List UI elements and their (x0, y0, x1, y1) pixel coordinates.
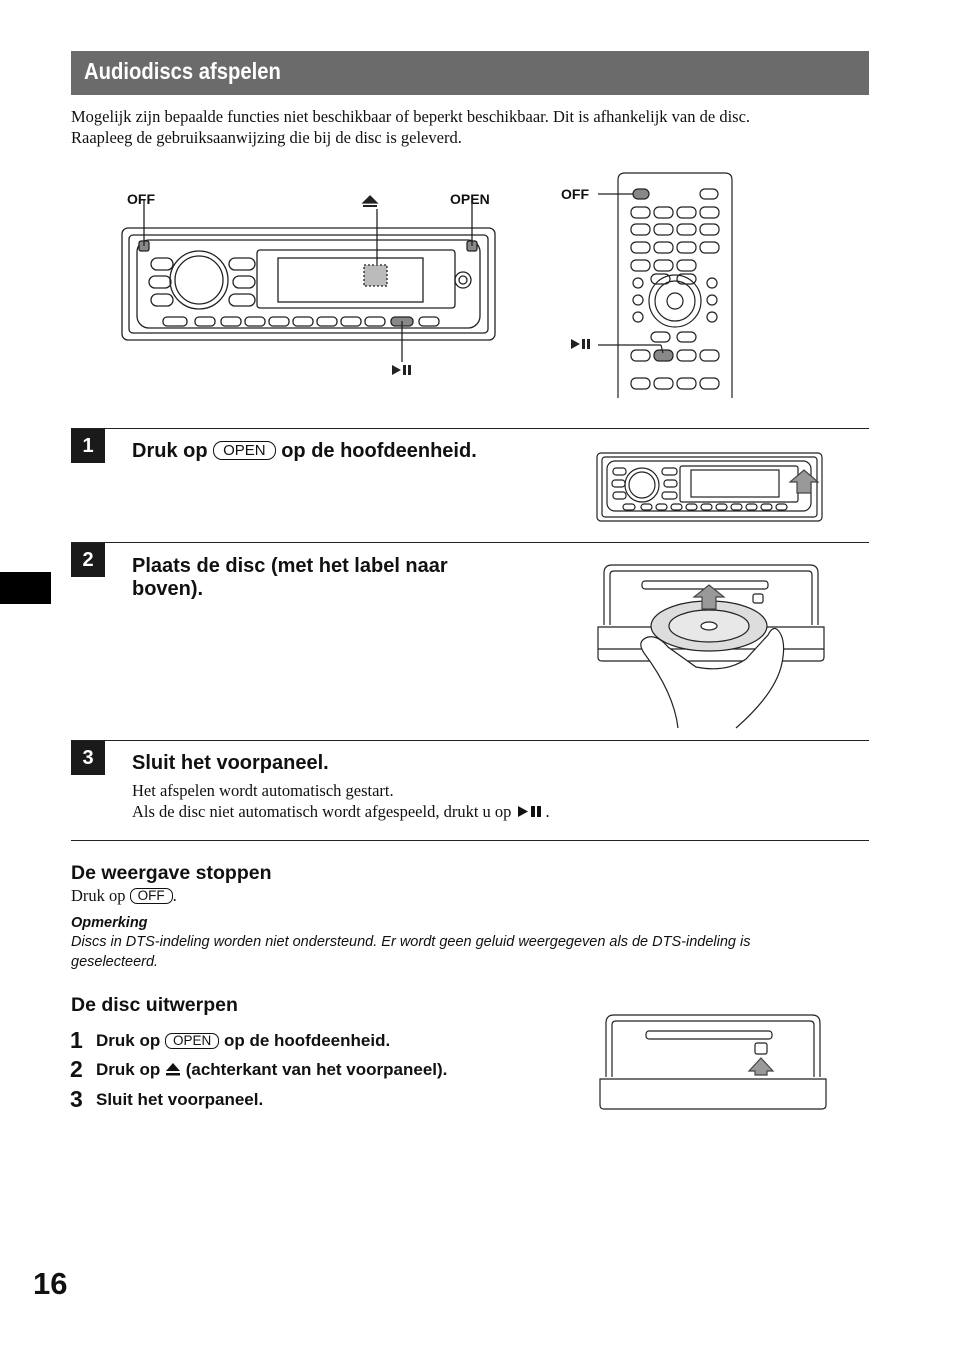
intro-text: Mogelijk zijn bepaalde functies niet bes… (71, 106, 871, 148)
step-1-suffix: op de hoofdeenheid. (281, 440, 477, 462)
step-1-title: Druk op OPEN op de hoofdeenheid. (132, 440, 477, 463)
step-3-line-2-text: Als de disc niet automatisch wordt afges… (132, 802, 512, 821)
step-2-title-line-1: Plaats de disc (met het label naar (132, 555, 448, 577)
step-3-body: Het afspelen wordt automatisch gestart. … (132, 780, 550, 822)
unit-off-label: OFF (127, 191, 155, 207)
eject-step-2-number: 2 (70, 1056, 83, 1082)
eject-heading: De disc uitwerpen (71, 994, 238, 1016)
eject-unit-image (599, 1014, 827, 1110)
step-1-badge: 1 (71, 429, 105, 463)
remote-diagram (571, 172, 733, 398)
step-3-rule (71, 740, 869, 741)
eject-step-2-suffix: (achterkant van het voorpaneel). (185, 1060, 448, 1079)
off-button-label: OFF (129, 888, 173, 904)
play-pause-icon (392, 365, 411, 375)
section-title: Audiodiscs afspelen (84, 58, 281, 84)
eject-step-2-prefix: Druk op (96, 1060, 161, 1079)
remote-play-pause-icon (571, 339, 590, 349)
note-text: Discs in DTS-indeling worden niet onders… (71, 932, 851, 972)
step-3-bottom-rule (71, 840, 869, 841)
step-3-line-1: Het afspelen wordt automatisch gestart. (132, 781, 394, 800)
intro-line-1: Mogelijk zijn bepaalde functies niet bes… (71, 107, 751, 126)
stop-text-suffix: . (172, 886, 177, 905)
step-3-line-2: Als de disc niet automatisch wordt afges… (132, 801, 550, 822)
note-line-1: Discs in DTS-indeling worden niet onders… (71, 934, 751, 950)
stop-heading: De weergave stoppen (71, 862, 272, 884)
step-2-rule (71, 542, 869, 543)
eject-icon (165, 1063, 180, 1076)
step-3-title: Sluit het voorpaneel. (132, 752, 329, 774)
eject-step-1-suffix: op de hoofdeenheid. (223, 1031, 391, 1050)
step-2-title-line-2: boven). (132, 578, 204, 600)
play-pause-icon (517, 806, 541, 817)
step-2-badge: 2 (71, 543, 105, 577)
step-2-disc-insert-image (597, 564, 825, 729)
intro-line-2: Raapleeg de gebruiksaanwijzing die bij d… (71, 128, 462, 147)
eject-icon (361, 195, 379, 207)
stop-text: Druk op OFF. (71, 885, 177, 906)
step-1-prefix: Druk op (132, 440, 208, 462)
eject-step-3-number: 3 (70, 1086, 83, 1112)
step-3-badge: 3 (71, 741, 105, 775)
head-unit-diagram (121, 195, 496, 375)
eject-step-1-number: 1 (70, 1027, 83, 1053)
open-button-label: OPEN (213, 441, 276, 460)
side-tab-marker (0, 572, 51, 604)
remote-off-label: OFF (561, 186, 589, 202)
note-line-2: geselecteerd. (71, 954, 159, 970)
eject-step-3: Sluit het voorpaneel. (96, 1090, 264, 1109)
page-number: 16 (33, 1266, 68, 1301)
note-heading: Opmerking (71, 915, 148, 931)
section-title-bar: Audiodiscs afspelen (71, 51, 869, 95)
step-3-line-2-end: . (545, 802, 550, 821)
eject-step-2: Druk op (achterkant van het voorpaneel). (96, 1060, 447, 1080)
stop-text-prefix: Druk op (71, 886, 126, 905)
step-1-rule (71, 428, 869, 429)
eject-step-1: Druk op OPEN op de hoofdeenheid. (96, 1031, 390, 1051)
eject-step-1-prefix: Druk op (96, 1031, 161, 1050)
unit-open-label: OPEN (450, 191, 490, 207)
step-1-unit-image (596, 452, 823, 522)
eject-open-button-label: OPEN (164, 1033, 220, 1049)
step-2-title: Plaats de disc (met het label naar boven… (132, 555, 448, 601)
